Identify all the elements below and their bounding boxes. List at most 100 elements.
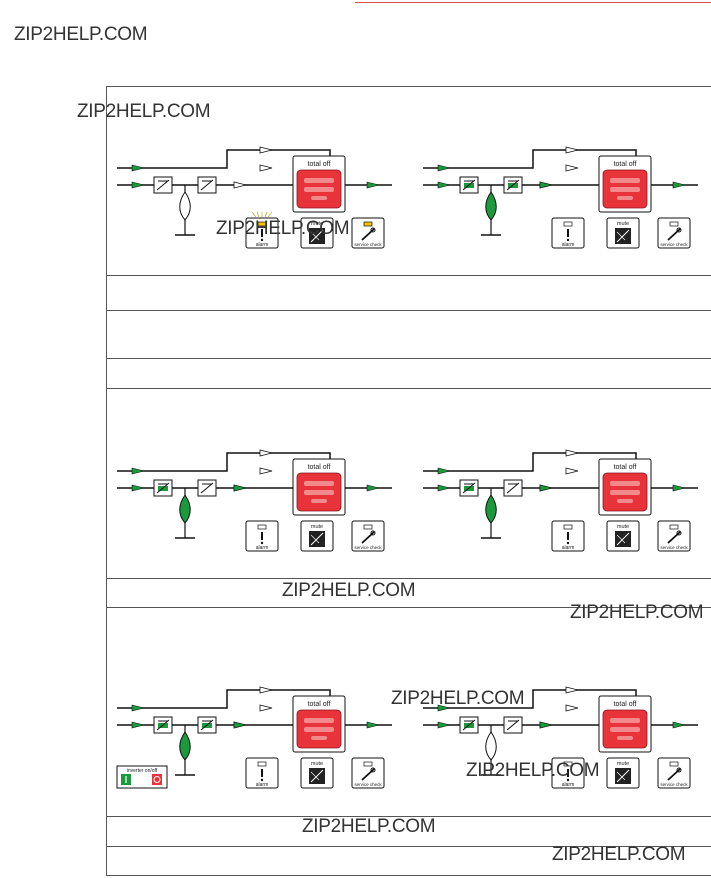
total-off-label: total off	[614, 161, 637, 168]
watermark: ZIP2HELP.COM	[14, 24, 148, 45]
service-check-label: service check	[660, 782, 688, 787]
service-check-icon	[667, 531, 681, 544]
watermark: ZIP2HELP.COM	[570, 602, 704, 623]
inverter-on-off-label: inverter on/off	[127, 768, 158, 774]
flow-arrow-icon	[565, 164, 579, 172]
table-divider	[106, 607, 711, 608]
alarm-label: alarm	[256, 782, 269, 788]
ups-diagram: total off alarm mute service check	[423, 686, 698, 789]
service-check-label: service check	[354, 782, 382, 787]
flow-arrow-icon	[131, 721, 145, 729]
battery-icon	[485, 494, 497, 524]
mute-label: mute	[311, 524, 323, 530]
led-indicator	[669, 761, 679, 767]
flow-arrow-icon	[233, 484, 247, 492]
flow-arrow-icon	[672, 484, 686, 492]
flow-arrow-icon	[366, 721, 380, 729]
flow-arrow-icon	[259, 164, 273, 172]
manual-table	[106, 86, 711, 876]
service-check-icon	[361, 228, 375, 241]
flow-arrow-icon	[259, 467, 273, 475]
battery-icon	[179, 191, 191, 221]
flow-arrow-icon	[437, 721, 451, 729]
led-indicator	[363, 524, 373, 530]
ups-diagram: total off alarm mute service check inverter …	[116, 686, 392, 789]
battery-icon	[485, 191, 497, 221]
watermark: ZIP2HELP.COM	[391, 688, 525, 709]
flow-arrow-icon	[565, 704, 579, 712]
flow-arrow-icon	[565, 686, 579, 694]
led-indicator	[363, 761, 373, 767]
flow-arrow-icon	[672, 721, 686, 729]
table-divider	[106, 846, 711, 847]
flow-arrow-icon	[437, 181, 451, 189]
flow-arrow-icon	[131, 704, 145, 712]
service-check-label: service check	[660, 545, 688, 550]
service-check-icon	[667, 228, 681, 241]
flow-arrow-icon	[131, 181, 145, 189]
flow-arrow-icon	[565, 449, 579, 457]
service-button	[351, 520, 385, 552]
flow-arrow-icon	[259, 704, 273, 712]
flow-arrow-icon	[259, 449, 273, 457]
alarm-label: alarm	[256, 242, 269, 248]
mute-label: mute	[311, 761, 323, 767]
power-off-icon	[152, 774, 162, 785]
service-check-icon	[361, 531, 375, 544]
led-indicator	[563, 761, 573, 767]
led-indicator	[363, 221, 373, 227]
flow-arrow-icon	[233, 721, 247, 729]
total-off-label: total off	[614, 701, 637, 708]
total-off-label: total off	[308, 701, 331, 708]
table-divider	[106, 578, 711, 579]
service-check-icon	[667, 768, 681, 781]
ups-diagram: total off alarm mute service check	[423, 449, 698, 552]
flow-arrow-icon	[565, 146, 579, 154]
watermark: ZIP2HELP.COM	[77, 101, 211, 122]
flow-arrow-icon	[366, 484, 380, 492]
mute-label: mute	[617, 761, 629, 767]
battery-icon	[179, 494, 191, 524]
service-button	[351, 217, 385, 249]
led-indicator	[563, 221, 573, 227]
battery-icon	[179, 731, 191, 761]
table-divider	[106, 388, 711, 389]
service-check-label: service check	[354, 545, 382, 550]
watermark: ZIP2HELP.COM	[466, 760, 600, 781]
total-off-label: total off	[308, 161, 331, 168]
service-check-icon	[361, 768, 375, 781]
service-check-label: service check	[660, 242, 688, 247]
flow-arrow-icon	[131, 164, 145, 172]
flow-arrow-icon	[539, 484, 553, 492]
led-indicator	[257, 221, 267, 227]
watermark: ZIP2HELP.COM	[282, 580, 416, 601]
total-off-label: total off	[614, 464, 637, 471]
alarm-label: alarm	[562, 782, 575, 788]
flow-arrow-icon	[539, 721, 553, 729]
table-divider	[106, 358, 711, 359]
flow-arrow-icon	[437, 164, 451, 172]
flow-arrow-icon	[437, 704, 451, 712]
top-rule	[355, 2, 711, 3]
led-indicator	[257, 761, 267, 767]
mute-label: mute	[617, 524, 629, 530]
alarm-label: alarm	[256, 545, 269, 551]
alarm-label: alarm	[562, 545, 575, 551]
service-button	[351, 757, 385, 789]
flow-arrow-icon	[366, 181, 380, 189]
watermark: ZIP2HELP.COM	[216, 218, 350, 239]
table-divider	[106, 275, 711, 276]
flow-arrow-icon	[565, 467, 579, 475]
service-button	[657, 757, 691, 789]
alarm-label: alarm	[562, 242, 575, 248]
led-indicator	[669, 221, 679, 227]
table-divider	[106, 816, 711, 817]
flow-arrow-icon	[233, 181, 247, 189]
flow-arrow-icon	[259, 686, 273, 694]
mute-label: mute	[311, 221, 323, 227]
flow-arrow-icon	[437, 484, 451, 492]
flow-arrow-icon	[259, 146, 273, 154]
